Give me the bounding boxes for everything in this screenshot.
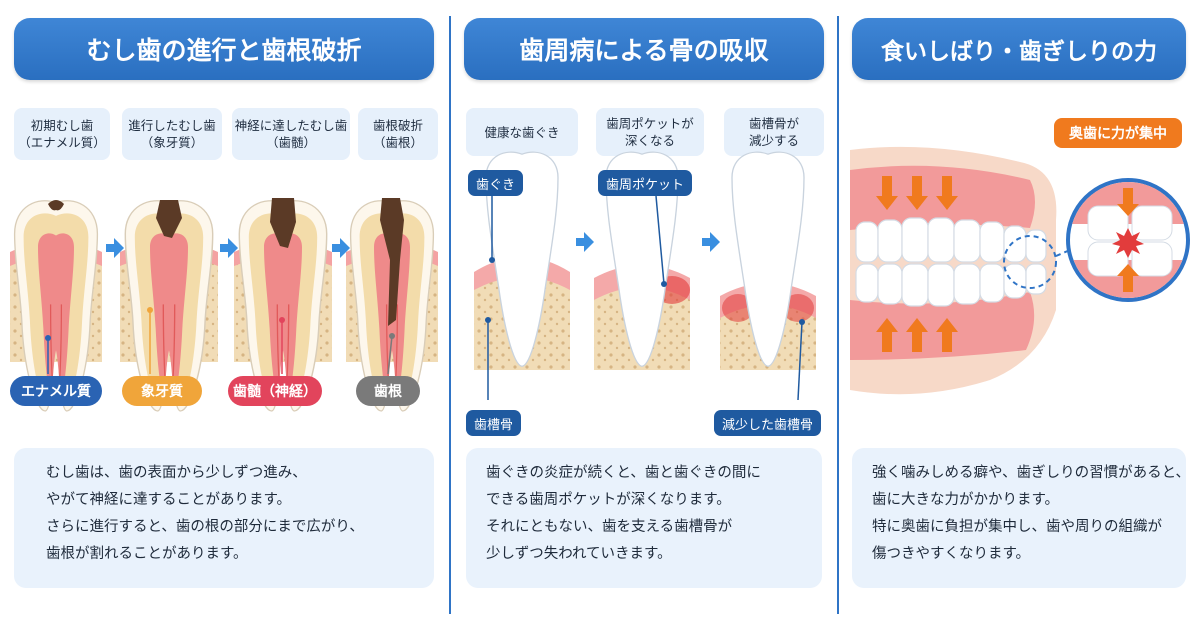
lower-teeth: [855, 263, 1047, 307]
bruxism-illustration: [850, 146, 1190, 395]
bruxism-panel: 食いしばり・歯ぎしりの力: [840, 0, 1200, 630]
force-arrows-up-icon: [876, 318, 958, 352]
perio-stage-label-1: 健康な歯ぐき: [466, 108, 578, 156]
bruxism-description: 強く噛みしめる癖や、歯ぎしりの習慣があると、 歯に大きな力がかかります。 特に奥…: [852, 448, 1190, 588]
arrow-right-icon: [106, 238, 124, 258]
arrow-right-icon: [702, 232, 720, 252]
label-reduced-bone: 減少した歯槽骨: [714, 410, 822, 436]
divider: [837, 16, 839, 614]
divider: [449, 16, 451, 614]
caries-stage-label-2: 進行したむし歯（象牙質）: [122, 108, 222, 160]
upper-teeth: [855, 217, 1047, 263]
legend-root: 歯根: [356, 376, 420, 406]
perio-stage-label-2: 歯周ポケットが深くなる: [596, 108, 704, 156]
caries-stage-label-4: 歯根破折（歯根）: [358, 108, 438, 160]
arrow-right-icon: [332, 238, 350, 258]
periodontal-panel: 歯周病による骨の吸収 健康な歯ぐき 歯周ポケットが深くなる 歯槽骨が減少する: [452, 0, 836, 630]
caries-stage-label-3: 神経に達したむし歯（歯髄）: [232, 108, 350, 160]
inflammation-3: [782, 294, 814, 322]
force-arrows-down-icon: [876, 176, 958, 210]
caries-illustration: [10, 198, 438, 412]
caries-stage-label-1: 初期むし歯（エナメル質）: [14, 108, 110, 160]
decay-spot-3: [270, 198, 296, 248]
inflammation-2: [722, 294, 754, 322]
label-gum: 歯ぐき: [468, 170, 524, 196]
bruxism-title: 食いしばり・歯ぎしりの力: [852, 18, 1186, 80]
root-fracture-crack: [380, 198, 404, 326]
periodontal-illustration: [474, 151, 816, 401]
arrow-down-icon: [1117, 188, 1139, 216]
label-periodontal-pocket: 歯周ポケット: [598, 170, 693, 196]
periodontal-description: 歯ぐきの炎症が続くと、歯と歯ぐきの間に できる歯周ポケットが深くなります。 それ…: [466, 448, 822, 588]
perio-stage-label-3: 歯槽骨が減少する: [724, 108, 824, 156]
caries-description: むし歯は、歯の表面から少しずつ進み、 やがて神経に達することがあります。 さらに…: [14, 448, 434, 588]
legend-dentin: 象牙質: [122, 376, 202, 406]
caries-panel: むし歯の進行と歯根破折 初期むし歯（エナメル質） 進行したむし歯（象牙質） 神経…: [0, 0, 448, 630]
caries-title: むし歯の進行と歯根破折: [14, 18, 434, 80]
decay-spot-1: [48, 200, 64, 211]
molar-focus-circle: [1003, 235, 1057, 289]
arrow-right-icon: [220, 238, 238, 258]
arrow-right-icon: [576, 232, 594, 252]
callout-molar-force: 奥歯に力が集中: [1054, 118, 1182, 148]
legend-enamel: エナメル質: [10, 376, 102, 406]
arrow-up-icon: [1117, 264, 1139, 292]
decay-spot-2: [156, 200, 182, 238]
legend-pulp: 歯髄（神経）: [228, 376, 322, 406]
impact-icon: [1112, 228, 1144, 258]
label-alveolar-bone: 歯槽骨: [466, 410, 522, 436]
periodontal-title: 歯周病による骨の吸収: [464, 18, 824, 80]
